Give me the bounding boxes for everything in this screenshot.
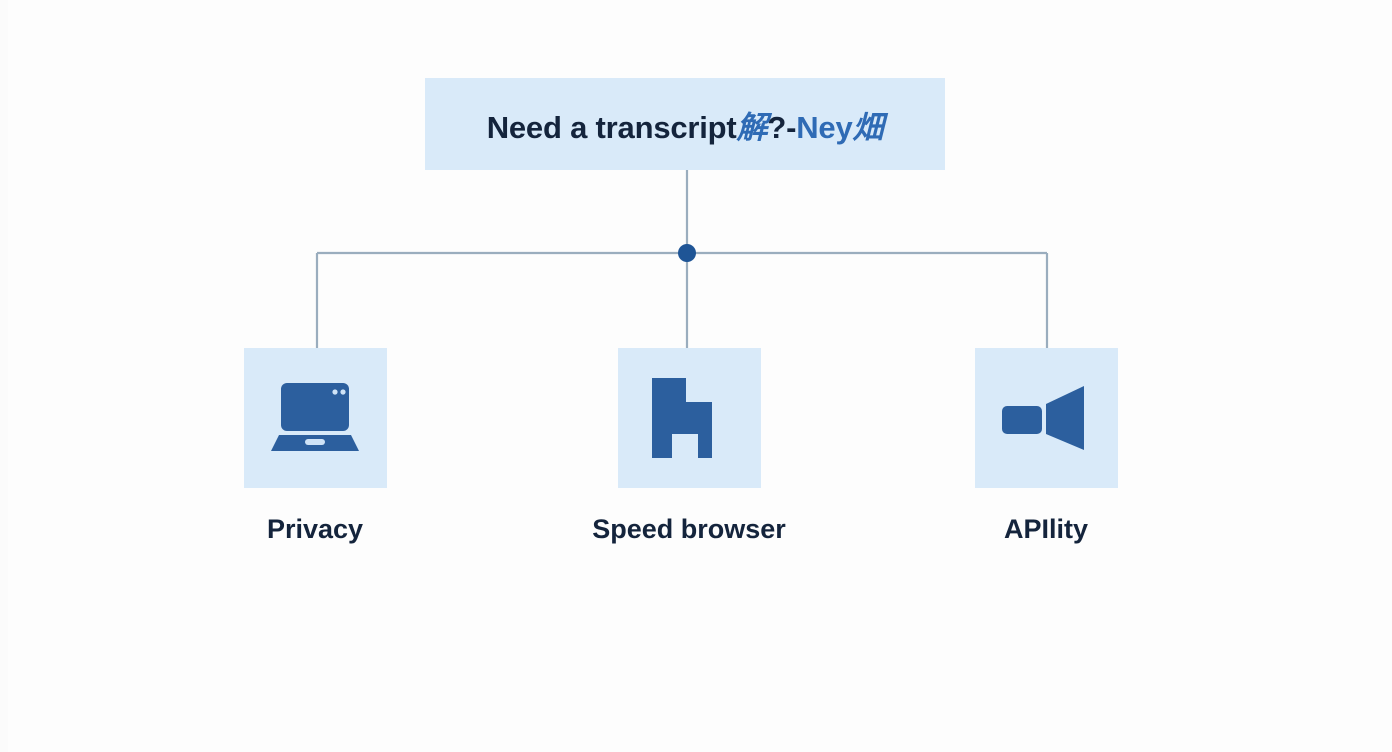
leaf-label-apility: APIlity <box>1003 514 1089 544</box>
leaf-label-speed-browser: Speed browser <box>592 514 786 544</box>
leaf-tile-apility[interactable] <box>974 348 1118 488</box>
canvas-left-edge <box>0 0 8 752</box>
root-title: Need a transcript解?-Ney畑 <box>487 102 884 147</box>
leaf-tile-speed-browser[interactable] <box>617 348 761 488</box>
root-title-part-4: Ney <box>796 109 853 145</box>
junction-dot <box>678 244 696 262</box>
leaf-node-apility[interactable]: APIlity <box>941 348 1151 545</box>
leaf-label-privacy: Privacy <box>266 514 364 544</box>
laptop-icon <box>271 383 359 451</box>
leaf-node-speed-browser[interactable]: Speed browser <box>584 348 794 545</box>
root-title-part-2: 解 <box>736 109 768 145</box>
root-title-part-5: 畑 <box>852 109 884 145</box>
video-camera-icon <box>1002 386 1084 450</box>
root-title-part-1: Need a transcript <box>486 109 737 145</box>
root-node[interactable]: Need a transcript解?-Ney畑 <box>425 78 945 170</box>
root-title-part-3: ?- <box>767 109 797 145</box>
leaf-node-privacy[interactable]: Privacy <box>210 348 420 545</box>
leaf-tile-privacy[interactable] <box>243 348 387 488</box>
building-block-icon <box>652 378 712 458</box>
